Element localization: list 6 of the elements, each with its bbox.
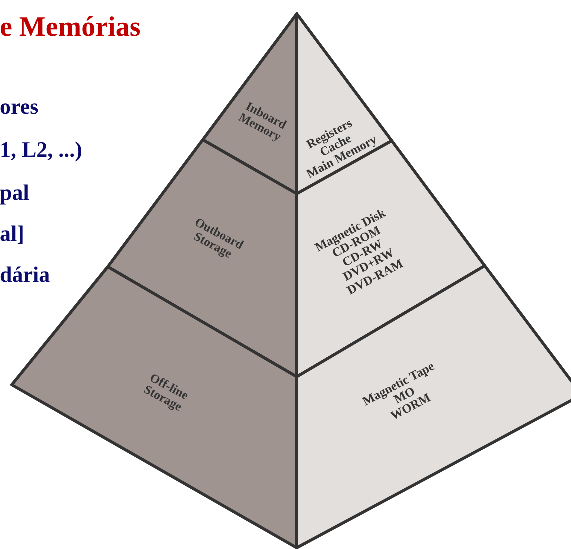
list-item: pal	[0, 182, 30, 204]
list-item: al]	[0, 223, 24, 245]
list-item: dária	[0, 264, 50, 286]
slide-title: e Memórias	[0, 14, 141, 42]
list-item: 1, L2, ...)	[0, 139, 82, 161]
list-item: ores	[0, 96, 39, 118]
